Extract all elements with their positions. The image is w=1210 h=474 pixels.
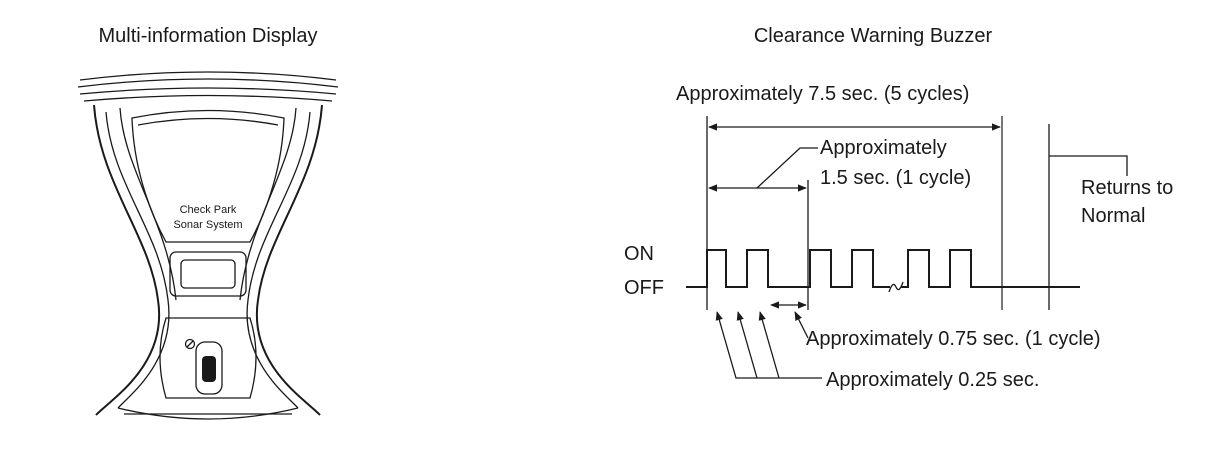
screen-text-line-2: Sonar System: [173, 219, 242, 231]
instrument-cluster-illustration: [77, 71, 339, 420]
pulse-arrow-2: [736, 311, 758, 379]
returns-label-line-2: Normal: [1081, 205, 1145, 227]
cycle-label-leader: [756, 147, 818, 189]
returns-label-leader: [1049, 155, 1128, 176]
returns-label-line-1: Returns to: [1081, 177, 1173, 199]
cycle-075-label: Approximately 0.75 sec. (1 cycle): [806, 328, 1101, 350]
cycle-label-line-1: Approximately: [820, 137, 947, 159]
on-level-label: ON: [624, 243, 654, 265]
multi-information-display-title: Multi-information Display: [99, 25, 318, 47]
buzzer-waveform-part-1: [686, 249, 890, 288]
screen-text-line-1: Check Park: [180, 204, 237, 216]
time-break-symbol: [888, 281, 904, 293]
pulse-025-label: Approximately 0.25 sec.: [826, 369, 1039, 391]
pulse-arrow-1: [715, 311, 822, 379]
interval-label-leader: [794, 311, 809, 339]
cycle-label-line-2: 1.5 sec. (1 cycle): [820, 167, 971, 189]
pulse-arrow-3: [758, 311, 780, 379]
off-level-label: OFF: [624, 277, 664, 299]
clearance-warning-buzzer-title: Clearance Warning Buzzer: [754, 25, 993, 47]
total-duration-label: Approximately 7.5 sec. (5 cycles): [676, 83, 969, 105]
buzzer-waveform-part-2: [901, 249, 1080, 288]
